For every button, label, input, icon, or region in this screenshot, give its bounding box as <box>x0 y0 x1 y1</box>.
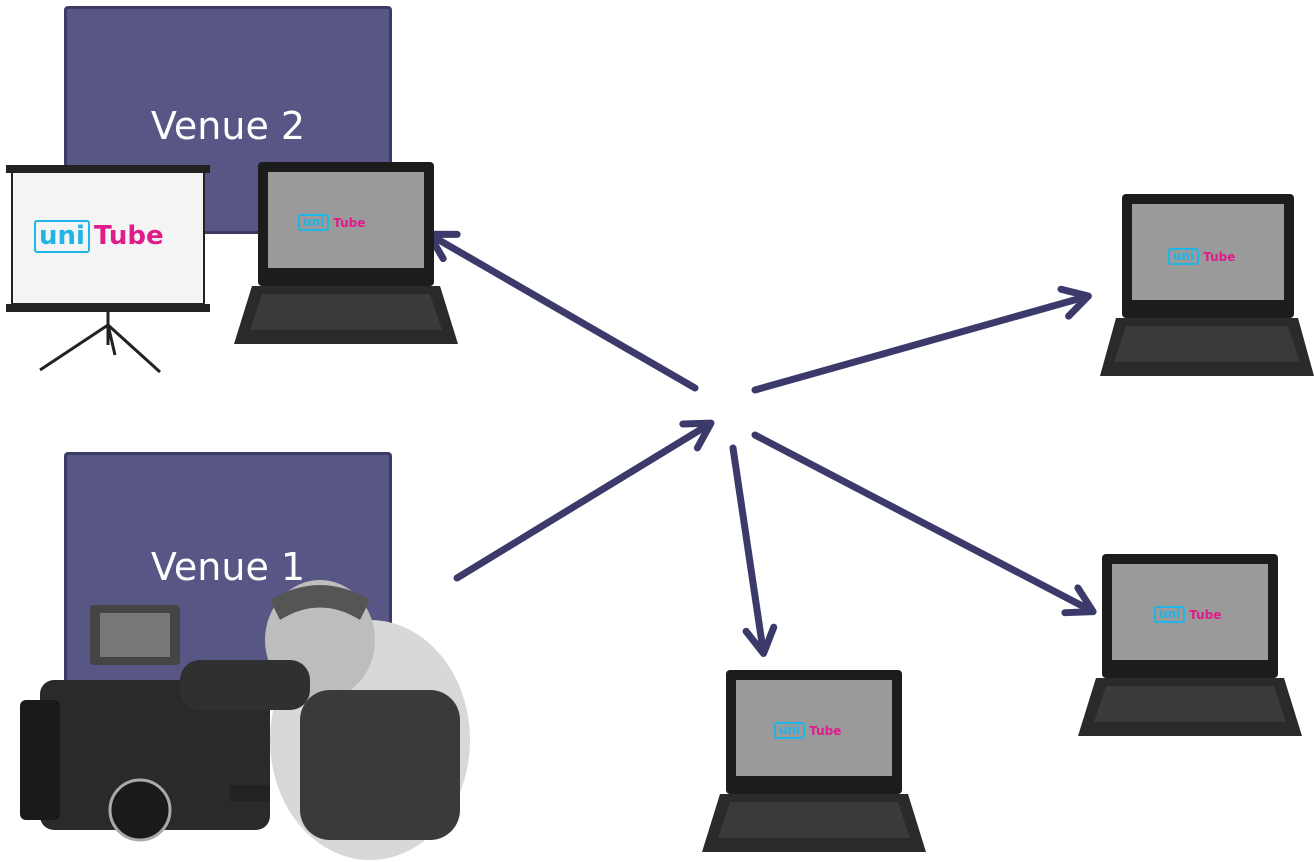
unitube-logo: uni Tube <box>1168 248 1236 266</box>
logo-tube: Tube <box>809 723 842 738</box>
logo-uni: uni <box>1168 248 1200 266</box>
logo-tube: Tube <box>333 215 366 230</box>
logo-tube: Tube <box>1203 249 1236 264</box>
laptop-icon: uni Tube <box>232 162 460 350</box>
logo-uni: uni <box>298 214 330 232</box>
logo-uni: uni <box>774 722 806 740</box>
logo-tube: Tube <box>93 221 164 252</box>
unitube-logo: uni Tube <box>298 214 366 232</box>
venue-1-label: Venue 1 <box>150 545 306 589</box>
camera-operator-icon <box>20 580 470 860</box>
logo-tube: Tube <box>1189 607 1222 622</box>
unitube-logo: uni Tube <box>34 220 164 253</box>
unitube-logo: uni Tube <box>1154 606 1222 624</box>
venue-2-label: Venue 2 <box>150 104 306 148</box>
unitube-logo: uni Tube <box>774 722 842 740</box>
projector-screen-icon <box>6 165 210 374</box>
laptop-icon: uni Tube <box>700 670 928 858</box>
logo-uni: uni <box>1154 606 1186 624</box>
logo-uni: uni <box>34 220 90 253</box>
arrow-icon <box>729 444 778 657</box>
arrow-icon <box>751 285 1092 394</box>
laptop-icon: uni Tube <box>1076 554 1304 742</box>
arrow-icon <box>425 230 699 392</box>
arrow-icon <box>751 431 1097 617</box>
arrow-icon <box>453 419 715 582</box>
arrows <box>425 230 1097 657</box>
laptop-icon: uni Tube <box>1098 194 1314 382</box>
